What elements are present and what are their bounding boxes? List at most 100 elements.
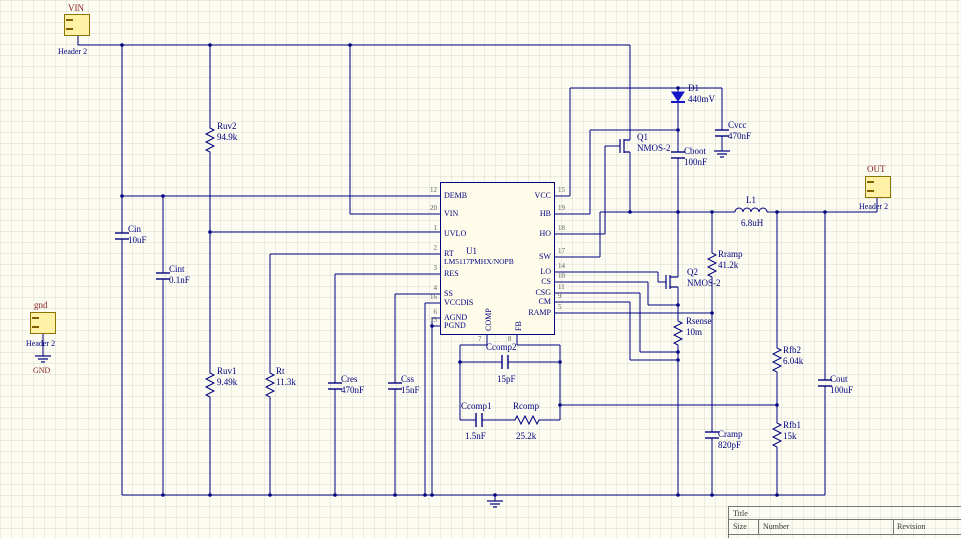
junction-dot [628,210,632,214]
cint-value-label: 0.1nF [169,275,190,285]
ic-pin-num-SS: 4 [433,284,438,292]
title-block-line [893,519,894,535]
junction-dot [458,360,462,364]
title-block-line [728,506,729,538]
ic-pin-name-LO: LO [540,267,551,276]
junction-dot [208,43,212,47]
ic-pin-name-RT: RT [444,249,454,258]
ic-body-u1[interactable] [440,182,555,335]
cres-ref-label: Cres [341,374,358,384]
ccomp1-value-label: 1.5nF [465,431,486,441]
junction-dot [430,324,434,328]
junction-dot [676,86,680,90]
d1-ref-label: D1 [688,83,699,93]
junction-dot [710,493,714,497]
junction-dot [393,493,397,497]
junction-dot [208,230,212,234]
resistor-symbol[interactable] [771,420,783,450]
ruv1-ref-label: Ruv1 [217,366,237,376]
title-block-line [728,534,961,535]
gnd-connector-name: gnd [34,300,48,310]
title-block-revision-label: Revision [897,522,926,531]
rt-value-label: 11.3k [276,377,296,387]
cres-value-label: 470nF [341,385,365,395]
cvcc-value-label: 470nF [728,131,752,141]
resistor-symbol[interactable] [264,370,276,400]
cramp-value-label: 820pF [718,440,742,450]
ic-pin-name-CS: CS [541,277,551,286]
junction-dot [120,43,124,47]
rcomp-value-label: 25.2k [516,431,537,441]
resistor-symbol[interactable] [771,345,783,375]
gnd-connector[interactable] [30,312,56,334]
pin-mark [867,190,874,192]
ic-pin-num-CSG: 11 [558,283,565,291]
junction-dot [161,194,165,198]
ccomp2-value-label: 15pF [497,374,516,384]
ruv2-value-label: 94.9k [217,132,238,142]
l1-ref-label: L1 [746,195,756,205]
ic-pin-name-FB: FB [514,321,523,331]
junction-dot [676,493,680,497]
out-connector-name: OUT [867,164,886,174]
junction-dot [558,403,562,407]
resistor-symbol[interactable] [204,125,216,155]
cboot-value-label: 100nF [684,157,708,167]
junction-dot [268,493,272,497]
cin-ref-label: Cin [128,224,142,234]
diode-symbol[interactable] [671,91,685,102]
gnd-connector-type: Header 2 [26,339,56,348]
ic-pin-num-HB: 19 [558,204,565,212]
junction-dot [430,493,434,497]
ic-pin-num-HO: 18 [558,224,565,232]
ic-pin-name-CSG: CSG [535,288,551,297]
cboot-ref-label: Cboot [684,146,707,156]
ccomp1-ref-label: Ccomp1 [461,401,492,411]
inductor-symbol[interactable] [734,207,768,213]
title-block-line [758,519,759,535]
css-ref-label: Css [401,374,415,384]
pin-mark [867,181,874,183]
rsense-value-label: 10m [686,327,703,337]
q2-value-label: NMOS-2 [687,278,721,288]
cramp-ref-label: Cramp [718,429,743,439]
resistor-symbol[interactable] [512,414,544,426]
css-value-label: 15nF [401,385,420,395]
junction-dot [493,493,497,497]
ic-pin-num-VCC: 15 [558,186,565,194]
junction-dot [161,493,165,497]
cout-ref-label: Cout [830,374,848,384]
title-block-number-label: Number [763,522,790,531]
pin-mark [32,326,39,328]
ruv2-ref-label: Ruv2 [217,121,237,131]
out-connector[interactable] [865,176,891,198]
ic-pin-name-AGND: AGND [444,313,468,322]
cint-ref-label: Cint [169,264,185,274]
pin-mark [66,19,73,21]
junction-dot [208,493,212,497]
resistor-symbol[interactable] [204,370,216,400]
junction-dot [676,128,680,132]
title-block-line [728,519,961,520]
junction-dot [676,350,680,354]
ic-pin-name-VCCDIS: VCCDIS [444,298,474,307]
ic-pin-name-SW: SW [539,252,551,261]
title-block-size-label: Size [733,522,747,531]
junction-dot [676,210,680,214]
vin-connector-type: Header 2 [58,47,88,56]
ic-pin-num-PGND: 13 [430,316,437,324]
junction-dot [823,210,827,214]
junction-dot [333,493,337,497]
junction-dot [775,210,779,214]
resistor-symbol[interactable] [672,318,684,348]
q2-ref-label: Q2 [687,267,698,277]
ic-pin-num-VIN: 20 [430,204,437,212]
vin-connector[interactable] [64,14,90,36]
rcomp-ref-label: Rcomp [513,401,539,411]
rfb1-value-label: 15k [783,431,797,441]
q1-value-label: NMOS-2 [637,143,671,153]
resistor-symbol[interactable] [706,250,718,280]
ic-pin-num-RES: 3 [433,264,438,272]
